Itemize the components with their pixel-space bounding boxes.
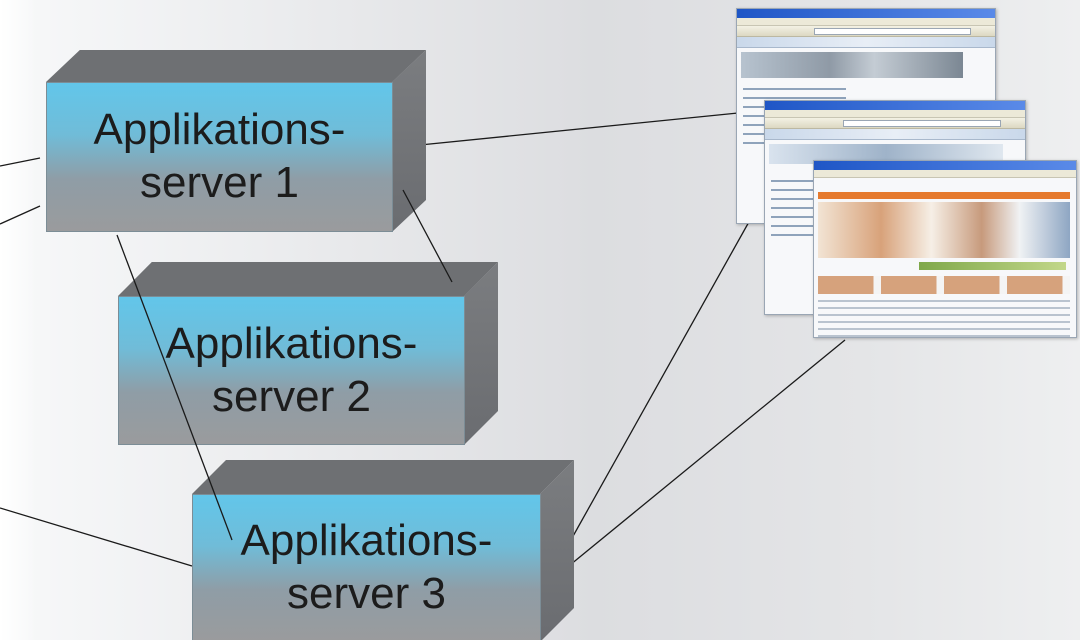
window-3-promo-bar xyxy=(918,262,1066,270)
server-2-front-face: Applikations- server 2 xyxy=(118,296,465,445)
server-2-side-face xyxy=(464,262,498,445)
server-1-front-face: Applikations- server 1 xyxy=(46,82,393,232)
window-3-text-rows xyxy=(818,300,1070,337)
window-3-content xyxy=(814,178,1076,337)
server-1-side-face xyxy=(392,50,426,232)
connector-server3-to-client-window-3 xyxy=(569,339,846,566)
window-1-titlebar xyxy=(737,9,995,18)
window-3-thumbnail-row xyxy=(818,276,1070,294)
window-2-titlebar xyxy=(765,101,1025,110)
server-1-label-line-1: Applikations- xyxy=(93,105,346,155)
window-1-navstrip xyxy=(737,37,995,48)
window-2-menubar xyxy=(765,110,1025,118)
window-3-hero-image xyxy=(818,202,1070,258)
window-1-banner-image xyxy=(741,52,963,78)
server-3-label-line-2: server 3 xyxy=(287,569,446,618)
server-1-label-line-2: server 1 xyxy=(140,158,299,207)
server-1-top-face xyxy=(46,50,426,82)
server-2-top-face xyxy=(118,262,498,296)
window-3-titlebar xyxy=(814,161,1076,170)
window-2-navstrip xyxy=(765,129,1025,140)
connector-server3-to-client-window-2 xyxy=(571,219,751,539)
client-browser-window-3 xyxy=(813,160,1077,338)
server-3-label-line-1: Applikations- xyxy=(240,516,493,566)
window-3-site-header-bar xyxy=(818,192,1070,199)
server-2-label-line-1: Applikations- xyxy=(165,318,418,368)
server-3-side-face xyxy=(540,460,574,640)
application-server-3: Applikations- server 3 xyxy=(192,460,574,640)
application-server-2: Applikations- server 2 xyxy=(118,262,498,445)
server-3-top-face xyxy=(192,460,574,494)
server-3-front-face: Applikations- server 3 xyxy=(192,494,541,640)
server-2-label-line-2: server 2 xyxy=(212,371,371,421)
window-1-toolbar xyxy=(737,26,995,37)
window-3-menubar xyxy=(814,170,1076,178)
application-server-1: Applikations- server 1 xyxy=(46,50,426,232)
window-2-toolbar xyxy=(765,118,1025,129)
window-1-menubar xyxy=(737,18,995,26)
window-2-banner-image xyxy=(769,144,1003,164)
background-edge-fade xyxy=(0,0,36,640)
connector-server1-to-clients xyxy=(419,112,739,146)
